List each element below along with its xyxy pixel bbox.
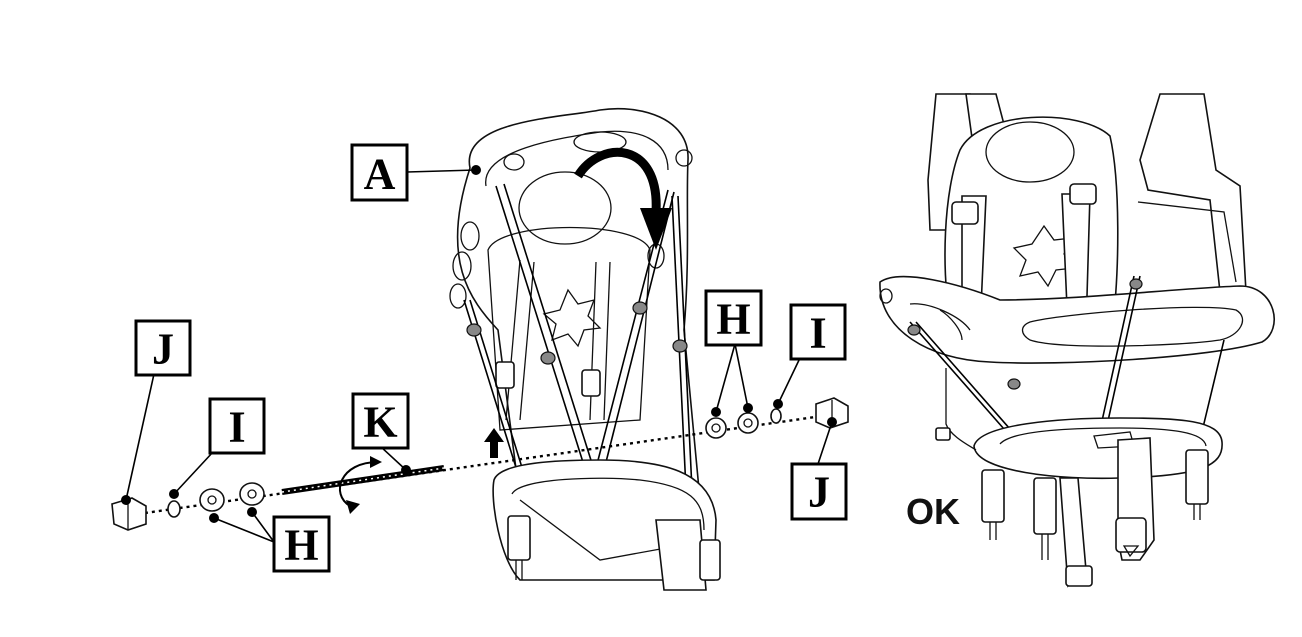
seat-assembly-finished (879, 93, 1275, 588)
label-I-left: I (208, 397, 266, 455)
lock-washer-right (770, 408, 782, 424)
ok-text: OK (906, 491, 960, 532)
label-J-left: J (134, 319, 192, 377)
leader-lines (121, 165, 837, 543)
up-arrow-icon (484, 428, 504, 458)
svg-text:J: J (808, 468, 830, 517)
label-J-right: J (790, 462, 848, 521)
label-H-right: H (704, 289, 763, 347)
svg-text:J: J (152, 325, 174, 374)
washer-right-1 (705, 417, 727, 439)
svg-text:A: A (364, 150, 396, 199)
seat-assembly-exploded (449, 107, 721, 591)
label-I-right: I (789, 303, 847, 361)
threaded-rod (281, 465, 445, 495)
washer-left-2 (239, 482, 265, 506)
svg-text:K: K (363, 398, 397, 447)
label-K: K (351, 392, 410, 450)
svg-text:I: I (809, 309, 826, 358)
lock-washer-left (167, 500, 181, 518)
svg-text:I: I (228, 403, 245, 452)
label-A: A (350, 143, 409, 202)
washer-right-2 (737, 412, 759, 434)
washer-left-1 (199, 488, 225, 512)
assembly-axis (137, 412, 837, 516)
nut-left (111, 497, 147, 531)
svg-text:H: H (284, 521, 318, 570)
svg-text:H: H (716, 295, 750, 344)
label-H-left: H (272, 515, 331, 573)
curved-arrow-icon (574, 147, 672, 250)
rotate-arrow-icon (339, 456, 382, 514)
